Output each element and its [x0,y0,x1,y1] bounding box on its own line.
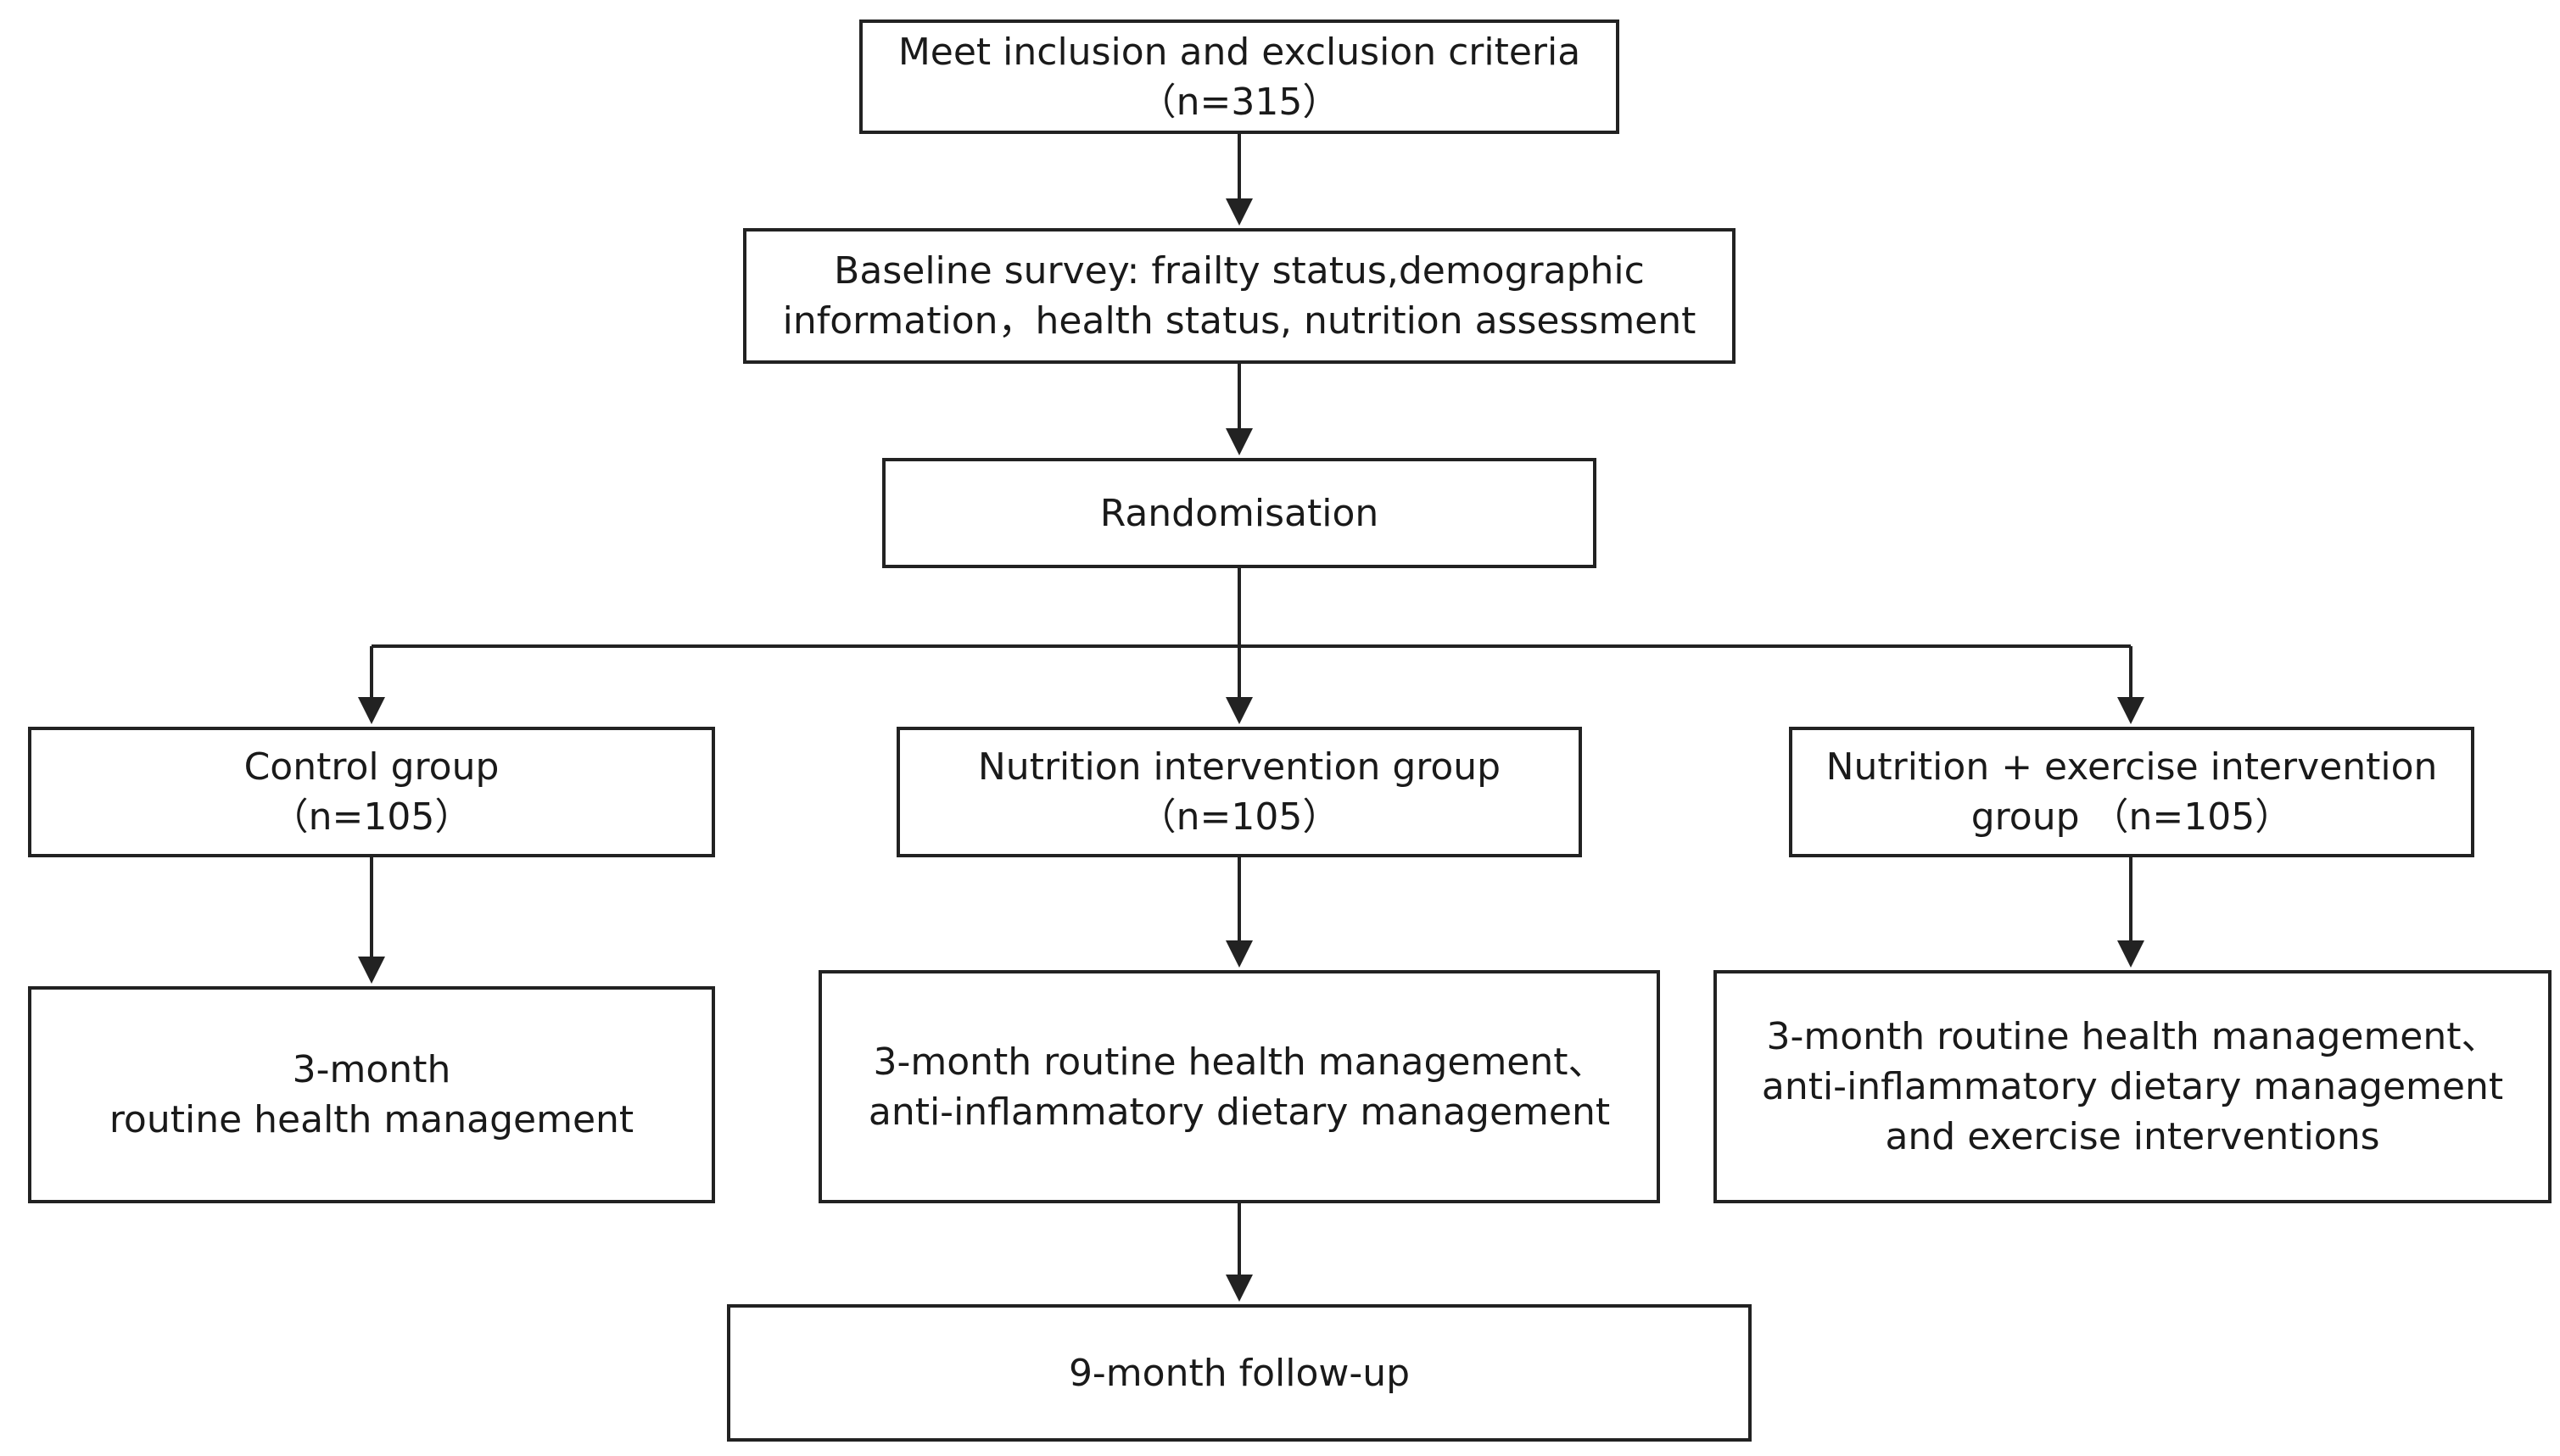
control-group-count: （n=105） [271,795,472,839]
randomisation-label: Randomisation [1099,491,1379,535]
nutrition-intervention-box: 3-month routine health management、 anti-… [819,970,1660,1203]
randomisation-box: Randomisation [882,458,1596,568]
inclusion-criteria-box: Meet inclusion and exclusion criteria （n… [859,20,1619,134]
inclusion-criteria-label: Meet inclusion and exclusion criteria [897,30,1581,74]
inclusion-count: （n=315） [1138,80,1340,124]
nutrition-group-box: Nutrition intervention group （n=105） [897,727,1582,857]
followup-label: 9-month follow-up [1068,1351,1411,1395]
nutrition-intervention-line2: anti-inflammatory dietary management [868,1090,1611,1134]
nutrition-group-count: （n=105） [1138,795,1340,839]
exercise-intervention-line3: and exercise interventions [1885,1115,2380,1158]
baseline-survey-line2: information，health status, nutrition ass… [782,299,1696,343]
exercise-group-label: Nutrition + exercise intervention [1825,745,2438,789]
control-intervention-box: 3-month routine health management [28,986,715,1203]
exercise-intervention-line1: 3-month routine health management、 [1766,1015,2499,1058]
nutrition-intervention-line1: 3-month routine health management、 [873,1040,1606,1084]
control-group-label: Control group [243,745,500,789]
exercise-intervention-line2: anti-inflammatory dietary management [1761,1065,2504,1108]
exercise-group-box: Nutrition + exercise intervention group … [1789,727,2474,857]
baseline-survey-line1: Baseline survey: frailty status,demograp… [834,249,1645,293]
baseline-survey-box: Baseline survey: frailty status,demograp… [743,228,1736,364]
exercise-intervention-box: 3-month routine health management、 anti-… [1713,970,2552,1203]
exercise-group-count: group （n=105） [1970,795,2293,839]
followup-box: 9-month follow-up [727,1304,1752,1442]
control-intervention-line2: routine health management [109,1098,634,1141]
control-group-box: Control group （n=105） [28,727,715,857]
nutrition-group-label: Nutrition intervention group [977,745,1501,789]
control-intervention-line1: 3-month [292,1048,451,1091]
